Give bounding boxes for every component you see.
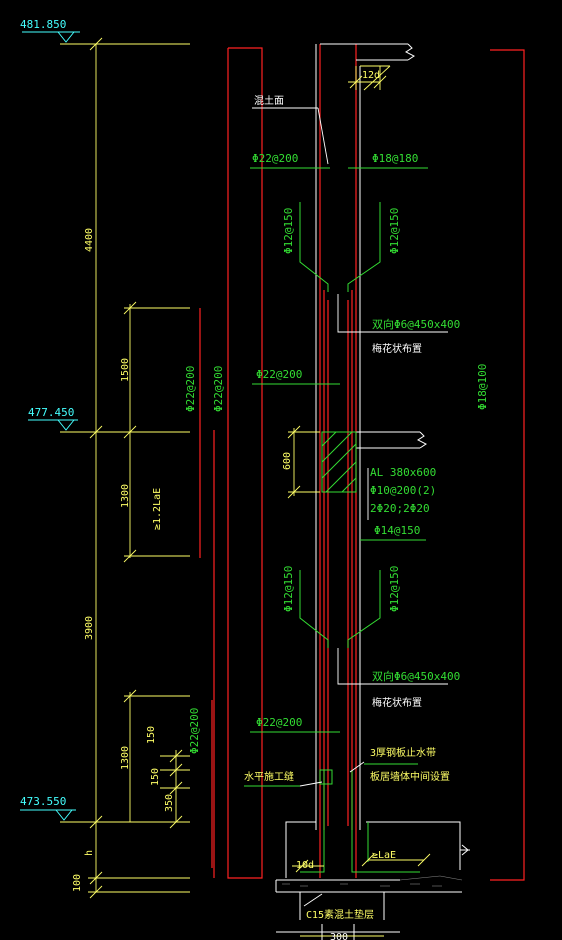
dim-150-b: 150 [150,768,161,786]
beam-bars: 2Φ20;2Φ20 [370,502,430,515]
beam-side: Φ14@150 [374,524,420,537]
elevation-middle: 477.450 [28,406,74,419]
tie-lower: 双向Φ6@450x400 [372,669,460,683]
rebar-22-top: Φ22@200 [252,152,298,165]
rebar-12-lower-left: Φ12@150 [282,566,295,612]
tie-upper-note: 梅花状布置 [372,342,422,355]
dim-150-a: 150 [146,726,157,744]
dimension-lines [60,37,431,937]
rebar-left-long-a: Φ22@200 [184,366,197,412]
note-base: C15素混土垫层 [306,908,374,921]
dim-12d: 12d [362,70,380,81]
dim-base-width: 300 [330,932,348,940]
note-construction-joint: 水平施工缝 [244,770,294,783]
base-hatch [282,875,463,887]
dim-4400: 4400 [84,228,95,252]
rebar-left-long-c: Φ22@200 [188,708,201,754]
tie-lower-note: 梅花状布置 [372,696,422,709]
rebar-12-lower-right: Φ12@150 [388,566,401,612]
rebar-right-long: Φ18@100 [476,364,489,410]
outline-white [275,43,470,940]
note-water-stop: 3厚钢板止水带 [370,746,436,759]
structure-outline [199,44,525,881]
dim-1300-mid: 1300 [120,484,131,508]
elevation-bottom: 473.550 [20,795,66,808]
rebar-12-upper-left: Φ12@150 [282,208,295,254]
dim-lae-bottom: ≥LaE [372,850,396,861]
dim-lae: ≥1.2LaE [152,488,163,530]
dim-600: 600 [282,452,293,470]
rebar-left-long-b: Φ22@200 [212,366,225,412]
dim-350: 350 [164,794,175,812]
rebar-lines [244,167,428,873]
elevation-markers [20,31,80,821]
dim-10d: 10d [296,860,314,871]
tie-upper: 双向Φ6@450x400 [372,317,460,331]
dim-1300-low: 1300 [120,746,131,770]
rebar-22-mid: Φ22@200 [256,368,302,381]
dim-100: 100 [72,874,83,892]
dim-h: h [84,850,95,856]
dim-3900: 3900 [84,616,95,640]
rebar-18-top: Φ18@180 [372,152,418,165]
note-top-surface: 混土面 [254,94,284,107]
rebar-12-upper-right: Φ12@150 [388,208,401,254]
rebar-22-low: Φ22@200 [256,716,302,729]
dim-1500: 1500 [120,358,131,382]
leader-lines [252,107,448,907]
note-water-stop-detail: 板居墙体中间设置 [370,770,450,783]
beam-stirrup: Φ10@200(2) [370,484,436,497]
elevation-top: 481.850 [20,18,66,31]
beam-name: AL 380x600 [370,466,436,479]
